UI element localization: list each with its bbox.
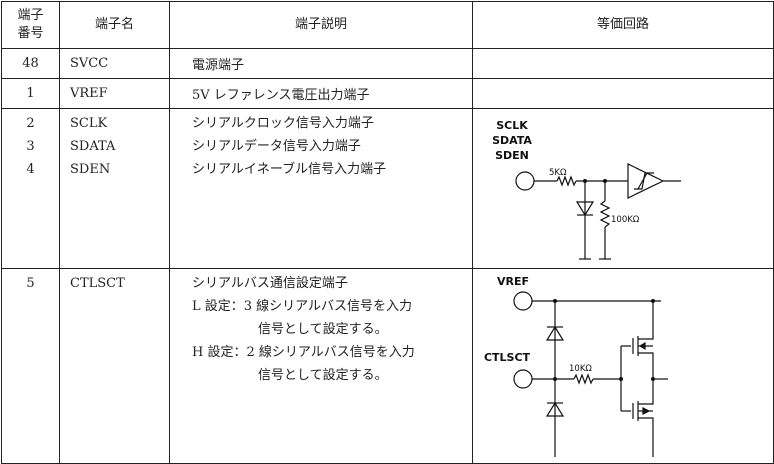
pin-description: シリアルデータ信号入力端子	[192, 139, 361, 154]
pin-description: 電源端子	[169, 48, 473, 79]
pin-name: SVCC	[59, 48, 170, 79]
pin-name: SCLK	[70, 116, 108, 131]
table-row: 2 3 4 SCLK SDATA SDEN シリアルクロック信号入力端子 シリア…	[1, 108, 774, 269]
table-row: 48 SVCC 電源端子	[1, 48, 774, 79]
resistor-100k-label: 100KΩ	[611, 215, 640, 225]
pin-description: シリアルバス通信設定端子	[192, 276, 348, 291]
pin-description-h-setting-cont: 信号として設定する。	[258, 368, 388, 383]
resistor-5k	[556, 175, 577, 187]
diode-to-ground	[545, 401, 565, 417]
pin-description: シリアルクロック信号入力端子	[192, 116, 374, 131]
pin-number: 5	[1, 268, 60, 464]
table-row: 1 VREF 5V レファレンス電圧出力端子	[1, 78, 774, 109]
ctlsct-circuit-diagram: VREF CTLSCT	[484, 275, 668, 457]
equivalent-circuit-ctlsct: VREF CTLSCT	[472, 268, 774, 464]
header-equivalent-circuit: 等価回路	[472, 1, 774, 49]
pin-number: 2	[26, 116, 35, 131]
pin-description: 5V レファレンス電圧出力端子	[169, 78, 473, 109]
serial-input-circuit-diagram: SCLK SDATA SDEN	[492, 119, 681, 260]
pin-name: VREF	[59, 78, 170, 109]
pin-description-list: シリアルバス通信設定端子 L 設定：3 線シリアルバス信号を入力 信号として設定…	[169, 268, 473, 464]
diode-to-vref	[545, 325, 565, 341]
pin-description-l-setting: L 設定：3 線シリアルバス信号を入力	[192, 299, 413, 314]
table-row: 5 CTLSCT シリアルバス通信設定端子 L 設定：3 線シリアルバス信号を入…	[1, 268, 774, 464]
protection-diode	[575, 201, 595, 217]
circuit-label-sden: SDEN	[495, 149, 529, 162]
table-header-row: 端子 番号 端子名 端子説明 等価回路	[1, 1, 774, 49]
resistor-10k-label: 10KΩ	[569, 364, 592, 374]
pin-name: SDEN	[70, 162, 111, 177]
pin-name-list: SCLK SDATA SDEN	[59, 108, 170, 269]
ctlsct-pin-terminal	[513, 369, 533, 389]
pin-number: 48	[1, 48, 60, 79]
pin-description: シリアルイネーブル信号入力端子	[192, 162, 387, 177]
pin-description-l-setting-cont: 信号として設定する。	[258, 322, 388, 337]
pin-number-list: 2 3 4	[1, 108, 60, 269]
resistor-100k	[599, 200, 611, 228]
pin-name: SDATA	[70, 139, 116, 154]
vref-pin-terminal	[513, 291, 533, 311]
resistor-5k-label: 5KΩ	[549, 168, 567, 178]
header-pin-name: 端子名	[59, 1, 170, 49]
pin-name-value: CTLSCT	[70, 276, 125, 291]
pin-number: 3	[26, 139, 35, 154]
pin-name: CTLSCT	[59, 268, 170, 464]
circuit-label-sdata: SDATA	[492, 134, 532, 147]
input-pin-terminal	[515, 171, 535, 191]
header-pin-number-line2: 番号	[17, 26, 44, 41]
header-pin-description: 端子説明	[169, 1, 473, 49]
pin-description-list: シリアルクロック信号入力端子 シリアルデータ信号入力端子 シリアルイネーブル信号…	[169, 108, 473, 269]
equivalent-circuit-serial-input: SCLK SDATA SDEN	[472, 108, 774, 269]
header-pin-number-line1: 端子	[17, 8, 44, 23]
schmitt-buffer	[627, 163, 665, 199]
pin-number: 1	[1, 78, 60, 109]
circuit-label-sclk: SCLK	[496, 119, 528, 132]
header-pin-number: 端子 番号	[1, 1, 60, 49]
pin-number: 4	[26, 162, 35, 177]
equivalent-circuit-empty	[472, 48, 774, 79]
resistor-10k	[573, 373, 594, 385]
equivalent-circuit-empty	[472, 78, 774, 109]
pin-number-value: 5	[26, 276, 35, 291]
circuit-label-vref: VREF	[497, 275, 529, 288]
pin-description-h-setting: H 設定：2 線シリアルバス信号を入力	[192, 345, 415, 360]
circuit-label-ctlsct: CTLSCT	[484, 351, 531, 364]
